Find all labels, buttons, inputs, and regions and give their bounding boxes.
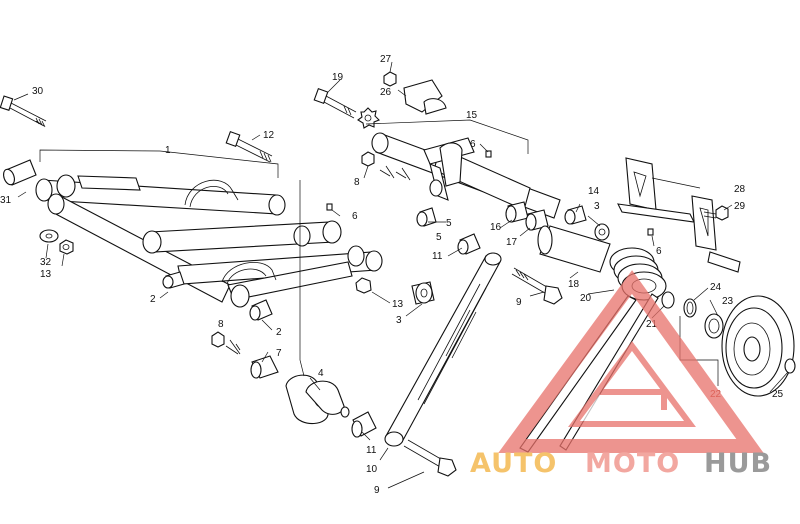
washer-32 — [39, 229, 59, 243]
grease-fitting-6-left — [326, 203, 333, 211]
left-arm-assembly — [0, 95, 435, 438]
nut-8-right — [361, 151, 411, 181]
callout-26: 26 — [380, 87, 392, 98]
callout-27: 27 — [380, 54, 392, 65]
callout-15: 15 — [466, 110, 478, 121]
callout-9: 9 — [374, 485, 380, 496]
rear-arm-15 — [371, 132, 561, 219]
bolt-19 — [313, 87, 357, 119]
bushing-17 — [525, 209, 549, 231]
callout-32: 32 — [40, 257, 52, 268]
watermark: AUTO MOTO HUB — [470, 270, 772, 479]
callout-8: 8 — [354, 177, 360, 188]
callout-5: 5 — [446, 218, 452, 229]
nut-13-left — [59, 239, 74, 255]
spacer-3-right — [594, 223, 610, 241]
star-washer — [357, 107, 380, 129]
callout-18: 18 — [568, 279, 580, 290]
grease-fitting-6-top — [485, 150, 492, 158]
callout-20: 20 — [580, 293, 592, 304]
bushing-11-lower — [351, 411, 377, 438]
callout-2: 2 — [150, 294, 156, 305]
bushing-11-upper — [457, 233, 481, 255]
callout-3: 3 — [396, 315, 402, 326]
spacer-5-lower — [340, 406, 350, 418]
callout-8: 8 — [218, 319, 224, 330]
sleeve-31 — [3, 159, 37, 186]
sleeve-18 — [537, 225, 611, 273]
callout-10: 10 — [366, 464, 378, 475]
callout-13: 13 — [392, 299, 404, 310]
callout-5: 5 — [436, 232, 442, 243]
watermark-text-auto: AUTO — [470, 448, 557, 479]
callout-13: 13 — [40, 269, 52, 280]
bolt-12 — [225, 130, 273, 163]
pin-7 — [250, 355, 279, 379]
watermark-text-moto: MOTO — [585, 448, 680, 479]
bushing-2-rear — [249, 299, 273, 321]
leader-lines — [13, 61, 789, 489]
callout-1: 1 — [165, 145, 171, 156]
bolt-30 — [0, 95, 47, 128]
callout-21: 21 — [646, 319, 658, 330]
link-plate-4 — [285, 374, 345, 425]
callout-7: 7 — [276, 348, 282, 359]
bolt-9-upper — [511, 267, 563, 305]
callout-14: 14 — [588, 186, 600, 197]
bearing-23 — [704, 313, 724, 339]
callout-6: 6 — [470, 139, 476, 150]
grease-fitting-8-left — [211, 331, 241, 355]
watermark-text-hub: HUB — [704, 448, 772, 479]
callout-11: 11 — [432, 251, 443, 262]
callout-19: 19 — [332, 72, 344, 83]
center-link-assembly — [384, 233, 563, 477]
nut-13-right — [355, 277, 372, 294]
callout-25: 25 — [772, 389, 784, 400]
callout-28: 28 — [734, 184, 746, 195]
nut-27 — [383, 71, 397, 87]
spacer-5-upper — [416, 207, 437, 227]
callout-30: 30 — [32, 86, 44, 97]
callout-9: 9 — [516, 297, 522, 308]
idler-wheel-25 — [721, 295, 796, 397]
callout-31: 31 — [0, 195, 12, 206]
bolt-9-lower — [403, 439, 457, 477]
callout-17: 17 — [506, 237, 518, 248]
callout-23: 23 — [722, 296, 734, 307]
callout-16: 16 — [490, 222, 502, 233]
spacer-3-left — [411, 281, 435, 305]
callout-3: 3 — [594, 201, 600, 212]
bushing-14 — [564, 205, 587, 225]
callout-2: 2 — [276, 327, 282, 338]
snap-ring-24 — [683, 298, 697, 318]
callout-6: 6 — [352, 211, 358, 222]
watermark-triangle-logo — [498, 270, 764, 453]
callout-4: 4 — [318, 368, 324, 379]
callout-11: 11 — [366, 445, 377, 456]
callout-12: 12 — [263, 130, 275, 141]
bushing-16 — [505, 201, 529, 223]
link-arm-10 — [384, 252, 502, 447]
bushing-2-front — [162, 271, 185, 289]
bracket-28 — [617, 157, 741, 273]
swing-arm-1 — [35, 174, 383, 308]
clip-21 — [661, 291, 675, 309]
grease-fitting-6-right — [647, 228, 654, 236]
cam-26 — [403, 79, 447, 115]
callout-6: 6 — [656, 246, 662, 257]
callout-24: 24 — [710, 282, 722, 293]
callout-29: 29 — [734, 201, 746, 212]
